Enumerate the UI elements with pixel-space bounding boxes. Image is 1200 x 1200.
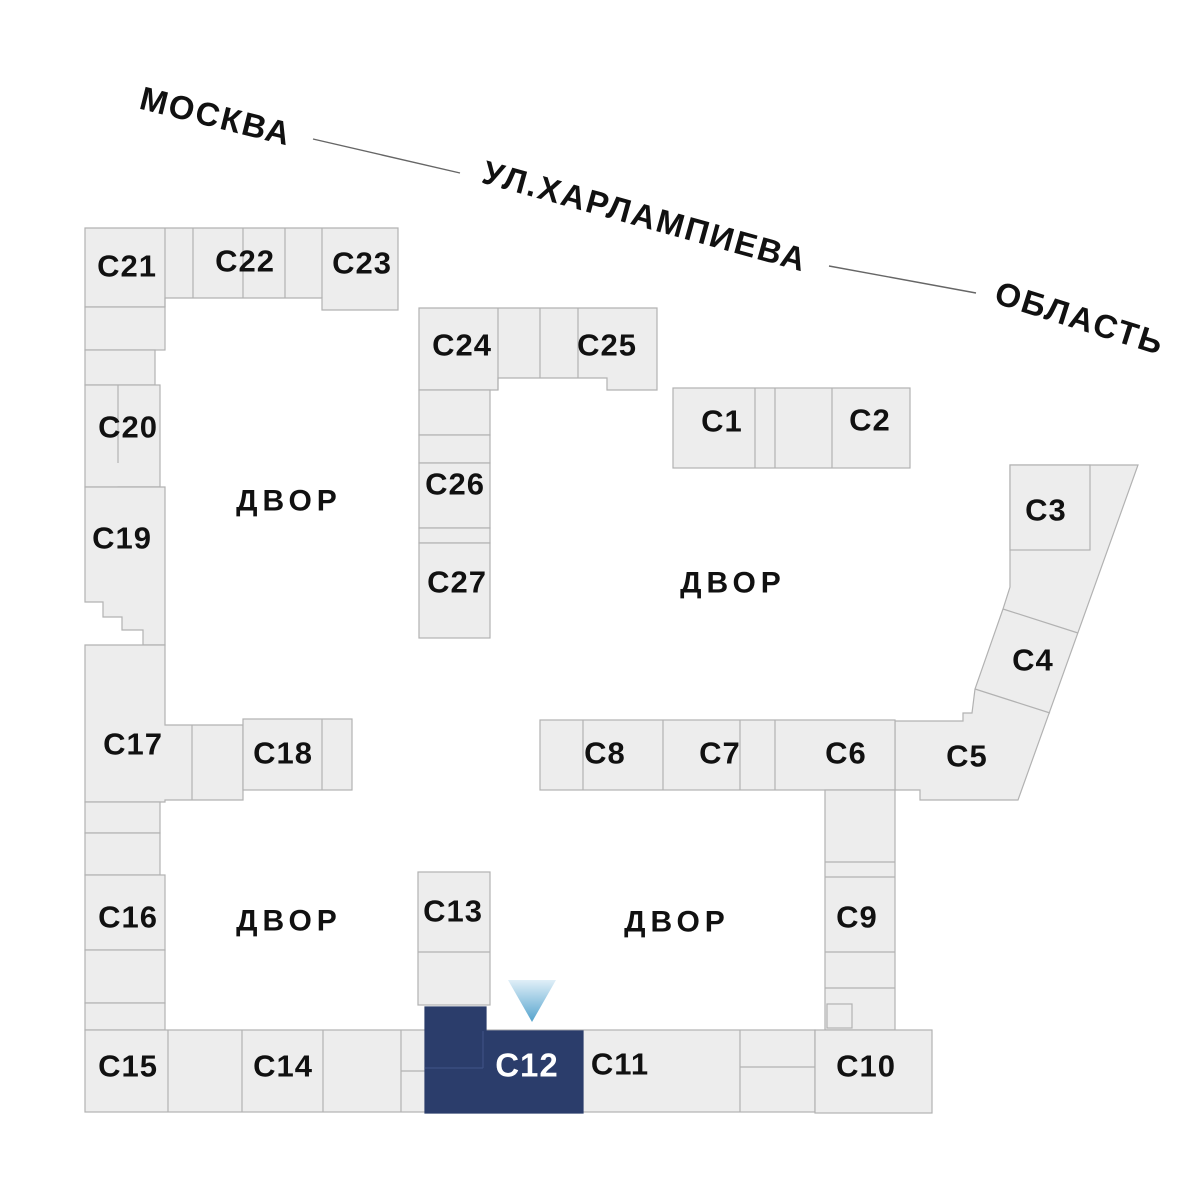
street-line-left bbox=[312, 138, 461, 174]
building-c16[interactable] bbox=[84, 874, 166, 951]
building-c6-label: С6 bbox=[825, 736, 867, 771]
building-c3[interactable] bbox=[1009, 464, 1091, 551]
building-c9-annex[interactable] bbox=[826, 1003, 853, 1029]
building-c18[interactable] bbox=[242, 718, 353, 791]
building-c26[interactable] bbox=[418, 462, 491, 529]
building-c9-label: С9 bbox=[836, 900, 878, 935]
building-section-c26-col[interactable] bbox=[418, 527, 491, 544]
building-c21-label: С21 bbox=[97, 249, 157, 284]
street-label-street: УЛ.ХАРЛАМПИЕВА bbox=[478, 153, 811, 278]
section-dividers-c21-c23 bbox=[164, 228, 323, 307]
building-c19-label: С19 bbox=[92, 521, 152, 556]
courtyard-label-bottom-left: ДВОР bbox=[236, 905, 342, 938]
building-section-c24-col-2[interactable] bbox=[418, 434, 491, 464]
section-dividers-c4 bbox=[974, 608, 1079, 714]
building-c1-label: С1 bbox=[701, 404, 743, 439]
building-c4-label: С4 bbox=[1012, 643, 1054, 678]
building-c5-label: С5 bbox=[946, 739, 988, 774]
building-c18-label: С18 bbox=[253, 736, 313, 771]
building-c19[interactable] bbox=[84, 486, 166, 646]
section-dividers-c1-c2 bbox=[754, 388, 833, 468]
building-block-c1-c2[interactable] bbox=[672, 387, 911, 469]
building-c23-label: С23 bbox=[332, 246, 392, 281]
building-c17[interactable] bbox=[84, 644, 244, 803]
building-c12-selected[interactable] bbox=[424, 1006, 584, 1114]
building-c22-label: С22 bbox=[215, 244, 275, 279]
building-c15-label: С15 bbox=[98, 1049, 158, 1084]
building-c11-label: С11 bbox=[591, 1047, 649, 1082]
building-c13-label: С13 bbox=[423, 894, 483, 929]
section-dividers-c12 bbox=[425, 1031, 484, 1069]
building-c8-label: С8 bbox=[584, 736, 626, 771]
selected-building-c12: С12 bbox=[424, 980, 584, 1114]
building-section-left-2[interactable] bbox=[84, 349, 156, 386]
building-section-left-3[interactable] bbox=[84, 801, 161, 834]
building-c7-label: С7 bbox=[699, 736, 741, 771]
building-c26-label: С26 bbox=[425, 467, 485, 502]
building-c25-label: С25 bbox=[577, 328, 637, 363]
building-c16-label: С16 bbox=[98, 900, 158, 935]
buildings-layer bbox=[84, 227, 1139, 1114]
building-block-c6-c8[interactable] bbox=[539, 719, 896, 791]
building-section-left-4[interactable] bbox=[84, 832, 161, 876]
building-section-left-6[interactable] bbox=[84, 1002, 166, 1031]
section-dividers-c24-c25 bbox=[497, 308, 579, 390]
building-c27-label: С27 bbox=[427, 565, 487, 600]
section-dividers-c9 bbox=[825, 861, 895, 989]
building-section-left-5[interactable] bbox=[84, 949, 166, 1004]
building-c10[interactable] bbox=[814, 1029, 933, 1114]
courtyard-label-bottom-right: ДВОР bbox=[624, 906, 730, 939]
building-c24-label: С24 bbox=[432, 328, 492, 363]
section-dividers-c6-c8 bbox=[582, 720, 776, 790]
building-labels: С21 С22 С23 С20 С19 С17 С18 С16 С15 С14 … bbox=[92, 244, 1067, 1084]
building-section-c24-col-1[interactable] bbox=[418, 389, 491, 436]
street-label-region: ОБЛАСТЬ bbox=[991, 274, 1170, 362]
building-section-left-1[interactable] bbox=[84, 306, 166, 351]
selected-building-marker-icon bbox=[508, 980, 556, 1022]
street-label-city: МОСКВА bbox=[136, 79, 295, 152]
building-c17-label: С17 bbox=[103, 727, 163, 762]
building-c27[interactable] bbox=[418, 542, 491, 639]
building-c12-label: С12 bbox=[495, 1047, 559, 1084]
courtyard-labels: ДВОР ДВОР ДВОР ДВОР bbox=[236, 485, 786, 939]
building-c13[interactable] bbox=[417, 871, 491, 1006]
building-c10-label: С10 bbox=[836, 1049, 896, 1084]
courtyard-label-top-right: ДВОР bbox=[680, 567, 786, 600]
building-c14-label: С14 bbox=[253, 1049, 313, 1084]
courtyard-label-top-left: ДВОР bbox=[236, 485, 342, 518]
section-dividers-bottom-row bbox=[167, 1030, 815, 1112]
building-c20[interactable] bbox=[84, 384, 161, 488]
building-c20-label: С20 bbox=[98, 410, 158, 445]
building-c3-label: С3 bbox=[1025, 493, 1067, 528]
street-line-right bbox=[828, 265, 977, 294]
building-c2-label: С2 bbox=[849, 403, 891, 438]
